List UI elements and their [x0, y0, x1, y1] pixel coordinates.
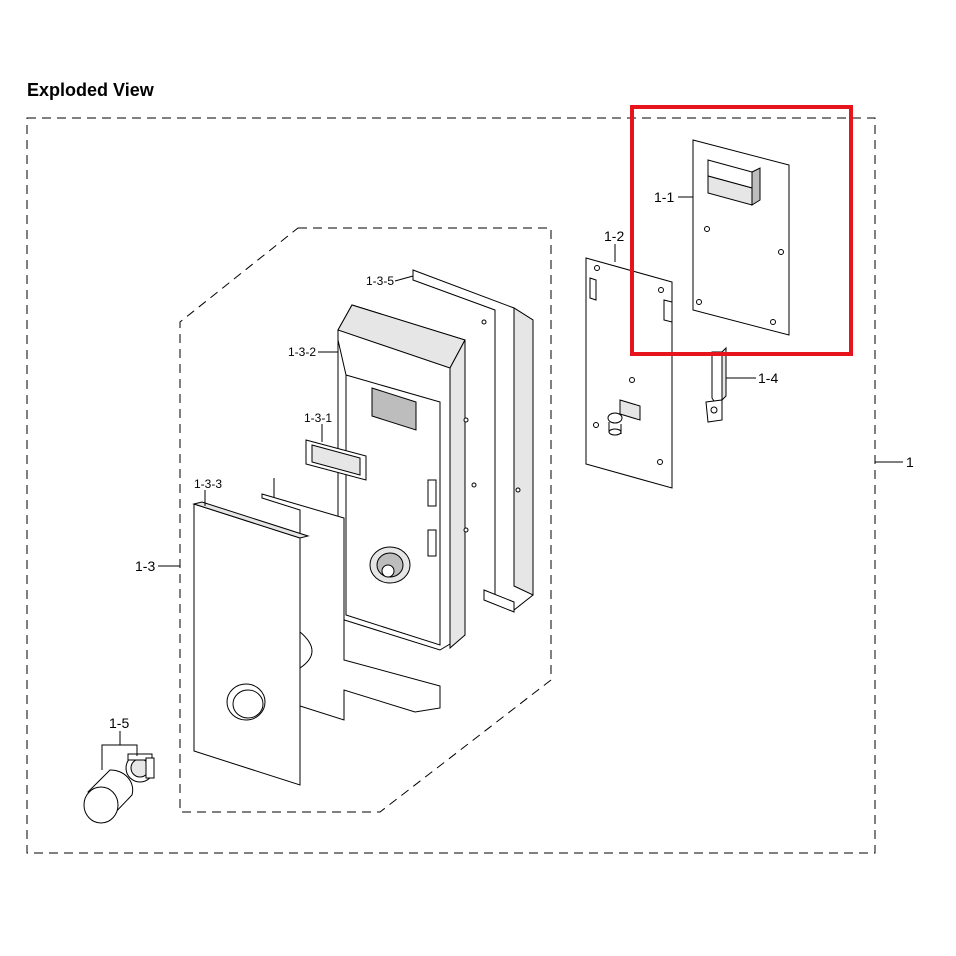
- callout-window: 1-3-1: [304, 411, 332, 425]
- panel-assembly-boundary: [179, 227, 552, 813]
- callout-pcb-main: 1-1: [654, 189, 674, 205]
- callout-assembly: 1: [906, 454, 914, 470]
- bracket[interactable]: [705, 346, 727, 423]
- main-pcb[interactable]: [692, 139, 790, 336]
- callout-knob: 1-5: [109, 715, 129, 731]
- back-cover[interactable]: [412, 269, 534, 613]
- highlight-box: [630, 105, 853, 356]
- leader-back-cover: [394, 275, 414, 282]
- callout-pcb-sub: 1-2: [604, 228, 624, 244]
- back-sheet[interactable]: [261, 493, 441, 721]
- front-sheet[interactable]: [192, 501, 310, 786]
- page-title: Exploded View: [27, 80, 154, 100]
- callout-front-sheet: 1-3-3: [194, 477, 222, 491]
- knob[interactable]: [83, 753, 155, 824]
- callout-panel-frame: 1-3-2: [288, 345, 316, 359]
- assembly-boundary: [26, 117, 876, 854]
- callout-panel-assy: 1-3: [135, 558, 155, 574]
- display-window[interactable]: [305, 439, 367, 481]
- callout-back-cover: 1-3-5: [366, 274, 394, 288]
- callout-bracket: 1-4: [758, 370, 778, 386]
- sub-pcb[interactable]: [585, 257, 673, 489]
- panel-frame[interactable]: [337, 304, 469, 651]
